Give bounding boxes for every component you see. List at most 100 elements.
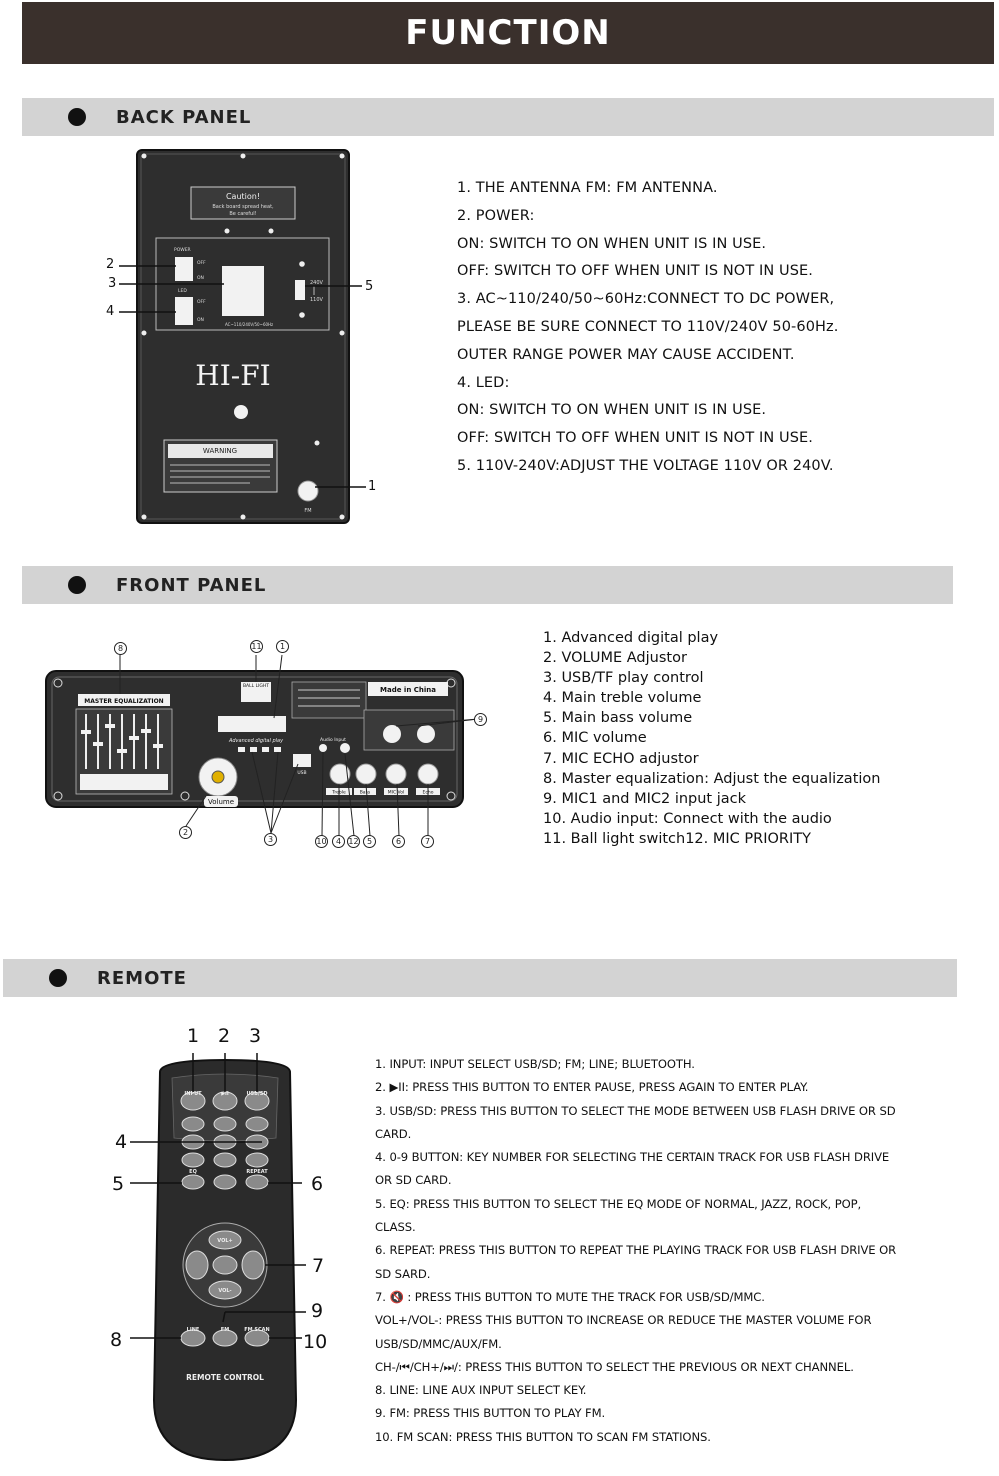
text-line: 6. MIC volume [543, 730, 647, 747]
svg-text:MIC Vol: MIC Vol [388, 790, 405, 796]
svg-text:USB: USB [297, 770, 306, 776]
page-title: FUNCTION [405, 13, 611, 53]
back-panel-diagram: Caution! Back board spread heat, Be care… [119, 149, 366, 524]
text-line: 10. FM SCAN: PRESS THIS BUTTON TO SCAN F… [375, 1429, 711, 1444]
section-title: REMOTE [97, 967, 187, 989]
text-line: 9. FM: PRESS THIS BUTTON TO PLAY FM. [375, 1406, 606, 1421]
text-line: OFF: SWITCH TO OFF WHEN UNIT IS NOT IN U… [457, 263, 814, 280]
text-line: CH-/⏮/CH+/⏭/: PRESS THIS BUTTON TO SELEC… [375, 1359, 854, 1374]
mic-priority-button [340, 743, 350, 753]
svg-text:ON: ON [197, 317, 204, 323]
back-panel-description: 1. THE ANTENNA FM: FM ANTENNA. 2. POWER:… [457, 175, 838, 481]
bullet-icon [68, 108, 86, 126]
front-callout-1: 1 [276, 640, 289, 653]
text-line: OR SD CARD. [375, 1173, 452, 1188]
text-line: PLEASE BE SURE CONNECT TO 110V/240V 50-6… [457, 318, 839, 335]
svg-text:OFF: OFF [197, 260, 206, 266]
front-callout-11: 11 [250, 640, 263, 653]
remote-callout-5: 5 [112, 1173, 125, 1195]
text-line: 2. POWER: [457, 207, 535, 224]
power-switch [175, 257, 193, 281]
text-line: OUTER RANGE POWER MAY CAUSE ACCIDENT. [457, 346, 795, 363]
front-callout-9: 9 [474, 713, 487, 726]
svg-text:LINE: LINE [187, 1327, 200, 1333]
text-line: 4. Main treble volume [543, 690, 702, 707]
svg-text:VOL-: VOL- [218, 1288, 231, 1294]
svg-text:VOL+: VOL+ [217, 1238, 232, 1244]
front-panel-diagram: MASTER EQUALIZATION Volume BALL LIGHT Ad… [45, 654, 479, 837]
text-line: 8. LINE: LINE AUX INPUT SELECT KEY. [375, 1383, 587, 1398]
back-callout-5: 5 [365, 279, 374, 294]
svg-text:FM: FM [304, 508, 311, 514]
caution-label-title: Caution! [226, 192, 260, 201]
remote-diagram: INPUT ▶II USB/SD EQ REPEAT VOL+ VOL- LIN… [130, 1053, 306, 1462]
svg-text:FM SCAN: FM SCAN [244, 1327, 269, 1333]
remote-callout-1: 1 [187, 1025, 200, 1047]
bullet-icon [49, 969, 67, 987]
text-line: 11. Ball light switch12. MIC PRIORITY [543, 830, 811, 847]
text-line: 2. VOLUME Adjustor [543, 650, 687, 667]
mic-vol-knob [385, 763, 407, 785]
text-line: 1. INPUT: INPUT SELECT USB/SD; FM; LINE;… [375, 1057, 695, 1071]
text-line: 3. USB/TF play control [543, 670, 704, 687]
ball-light-switch [241, 682, 271, 702]
back-panel-plate [136, 149, 350, 524]
text-line: CLASS. [375, 1220, 416, 1235]
text-line: 9. MIC1 and MIC2 input jack [543, 790, 747, 807]
audio-input-jack [319, 744, 327, 752]
svg-text:Audio Input: Audio Input [320, 737, 346, 743]
master-eq-label: MASTER EQUALIZATION [84, 698, 163, 705]
svg-text:FM: FM [221, 1327, 229, 1333]
svg-text:Bass: Bass [360, 790, 371, 796]
remote-callout-9: 9 [311, 1300, 324, 1322]
ac-label: AC~110/240V/50~60Hz [225, 322, 273, 327]
ac-socket [222, 266, 264, 316]
text-line: 5. 110V-240V:ADJUST THE VOLTAGE 110V OR … [457, 457, 834, 474]
mic2-jack [417, 725, 435, 743]
svg-text:Made in China: Made in China [380, 686, 436, 694]
front-callout-6: 6 [392, 835, 405, 848]
section-header-back-panel: BACK PANEL [22, 98, 994, 136]
page-title-bar: FUNCTION [22, 2, 994, 64]
echo-knob [417, 763, 439, 785]
svg-text:110V: 110V [310, 297, 324, 303]
remote-callout-7: 7 [312, 1255, 325, 1277]
svg-text:BALL LIGHT: BALL LIGHT [243, 683, 269, 689]
svg-text:WARNING: WARNING [203, 447, 237, 455]
section-title: FRONT PANEL [116, 574, 267, 596]
section-header-remote: REMOTE [3, 959, 957, 997]
text-line: USB/SD/MMC/AUX/FM. [375, 1336, 502, 1351]
front-callout-12: 12 [347, 835, 360, 848]
front-callout-10: 10 [315, 835, 328, 848]
front-callout-8: 8 [114, 642, 127, 655]
front-callout-5: 5 [363, 835, 376, 848]
indicator-light [234, 405, 248, 419]
remote-callout-6: 6 [311, 1173, 324, 1195]
led-label: LED [178, 288, 187, 294]
remote-callout-10: 10 [303, 1331, 328, 1353]
text-line: 7. 🔇 : PRESS THIS BUTTON TO MUTE THE TRA… [375, 1289, 765, 1304]
remote-callout-8: 8 [110, 1329, 123, 1351]
brand-logo: HI-FI [195, 359, 270, 392]
front-callout-4: 4 [332, 835, 345, 848]
led-switch [175, 297, 193, 325]
text-line: 5. Main bass volume [543, 710, 693, 727]
front-callout-7: 7 [421, 835, 434, 848]
treble-knob [329, 763, 351, 785]
back-callout-4: 4 [106, 304, 115, 319]
back-callout-3: 3 [108, 276, 117, 291]
text-line: 6. REPEAT: PRESS THIS BUTTON TO REPEAT T… [375, 1243, 897, 1258]
remote-brand-label: REMOTE CONTROL [186, 1373, 264, 1382]
back-callout-2: 2 [106, 257, 115, 272]
fm-antenna-jack [297, 480, 319, 502]
section-header-front-panel: FRONT PANEL [22, 566, 953, 604]
remote-description: 1. INPUT: INPUT SELECT USB/SD; FM; LINE;… [375, 1053, 896, 1449]
svg-text:EQ: EQ [189, 1169, 197, 1175]
svg-text:240V: 240V [310, 280, 324, 286]
front-panel-description: 1. Advanced digital play 2. VOLUME Adjus… [543, 628, 880, 849]
svg-text:Advanced digital play: Advanced digital play [228, 738, 284, 744]
section-title: BACK PANEL [116, 106, 252, 128]
power-label: POWER [174, 247, 191, 253]
svg-text:Volume: Volume [208, 798, 234, 806]
text-line: 4. LED: [457, 374, 510, 391]
